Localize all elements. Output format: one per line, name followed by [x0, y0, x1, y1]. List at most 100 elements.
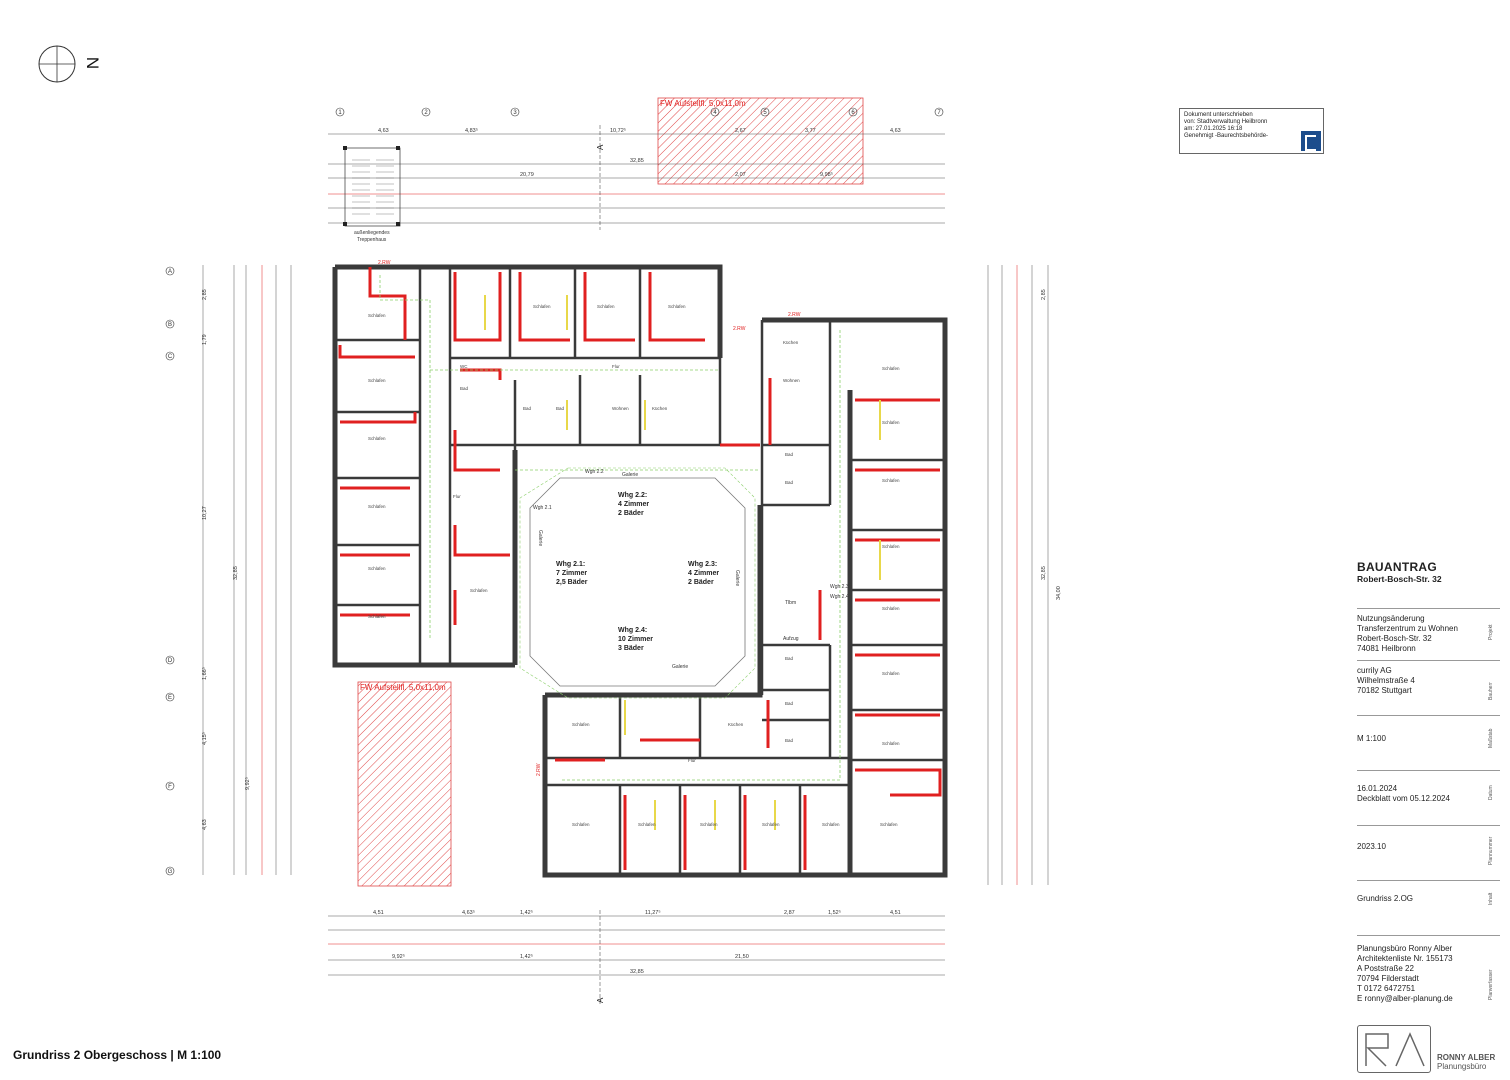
north-arrow — [38, 45, 78, 85]
office-line: E ronny@alber-planung.de — [1357, 994, 1453, 1003]
client-line: Wilhelmstraße 4 — [1357, 676, 1415, 685]
room-name: WC — [460, 364, 468, 369]
dim-text: 2,85 — [1041, 289, 1047, 300]
dim-text: 2,87 — [784, 910, 795, 916]
room-name: Bad — [556, 406, 565, 411]
office-brand: RONNY ALBER Planungsbüro — [1357, 1025, 1502, 1075]
room-name: Bad — [785, 701, 794, 706]
room-name: Schlafen — [882, 420, 900, 425]
separator — [1357, 660, 1500, 661]
dim-text: 4,63 — [378, 128, 389, 134]
project-line: 74081 Heilbronn — [1357, 644, 1416, 653]
dim-text: 1,42⁵ — [520, 953, 533, 960]
office-line: 70794 Filderstadt — [1357, 974, 1419, 983]
grid-axes-top: 1 2 3 4 5 6 7 — [335, 107, 944, 117]
fire-area-top-label: FW Aufstellfl. 5,0x11,0m — [660, 99, 746, 108]
separator — [1357, 770, 1500, 771]
client-line: 70182 Stuttgart — [1357, 686, 1412, 695]
project-line: Robert-Bosch-Str. 32 — [1357, 634, 1432, 643]
misc-labels: 2.RW 2.RW 2.RW 2.RW Wgh 2.2 Wgh 2.1 Wgh … — [378, 260, 849, 776]
room-name: Schlafen — [572, 722, 590, 727]
plan-number: 2023.10 — [1357, 842, 1386, 851]
room-name: Schlafen — [368, 566, 386, 571]
room-name: Schlafen — [572, 822, 590, 827]
room-name: Bad — [785, 656, 794, 661]
room-name: Schlafen — [880, 822, 898, 827]
office-line: Architektenliste Nr. 155173 — [1357, 954, 1453, 963]
ra-logo-icon — [1357, 1025, 1431, 1073]
room-labels: Schlafen Schlafen Schlafen Schlafen Schl… — [368, 304, 900, 827]
side-label: Planverfasser — [1488, 969, 1494, 1000]
section-marker-top: A — [596, 125, 605, 230]
approval-stamp: Dokument unterschrieben von: Stadtverwal… — [1179, 108, 1324, 154]
scale: M 1:100 — [1357, 734, 1386, 743]
separator — [1357, 608, 1500, 609]
room-name: Schlafen — [668, 304, 686, 309]
section-letter: A — [596, 997, 605, 1003]
room-name: Flur — [612, 364, 620, 369]
escape-route — [379, 275, 841, 781]
stair-label: Treppenhaus — [357, 237, 387, 243]
axis-label: 5 — [763, 110, 767, 116]
room-name: Wohnen — [612, 406, 629, 411]
apartment-labels: Whg 2.2: 4 Zimmer 2 Bäder Whg 2.1: 7 Zim… — [556, 492, 719, 652]
dimension-lines-top: 4,63 4,83⁵ 10,72⁵ 2,67 3,77 4,63 32,85 2… — [328, 127, 945, 224]
room-name: Bad — [523, 406, 532, 411]
stair-label: außenliegendes — [354, 230, 390, 236]
apt-rooms: 4 Zimmer — [618, 501, 649, 508]
dim-text: 9,98⁵ — [820, 171, 833, 178]
dim-text: 34,00 — [1056, 586, 1062, 600]
axis-label: 2 — [424, 110, 428, 116]
dim-text: 1,52⁵ — [828, 909, 841, 916]
room-name: Küchen — [728, 722, 744, 727]
dim-text: 10,72⁵ — [610, 127, 626, 134]
office-line: Planungsbüro Ronny Alber — [1357, 944, 1453, 953]
rw-label: 2.RW — [378, 260, 391, 266]
gallery-label: Galerie — [672, 664, 688, 670]
dim-text: 4,63 — [202, 819, 208, 830]
axis-label: A — [168, 269, 172, 275]
room-name: Küchen — [652, 406, 668, 411]
gallery-label: Galerie — [622, 472, 638, 478]
wgh-label: Wgh 2.2 — [585, 469, 604, 475]
tlbm-label: Tlbm — [785, 600, 796, 606]
room-name: Schlafen — [882, 544, 900, 549]
dim-text: 2,67 — [735, 128, 746, 134]
city-logo-icon — [1301, 131, 1321, 151]
project-line: Transferzentrum zu Wohnen — [1357, 624, 1458, 633]
dimension-lines-right: 2,85 32,85 34,00 — [987, 265, 1062, 885]
dim-text: 1,79 — [202, 334, 208, 345]
separator — [1357, 880, 1500, 881]
dim-text: 4,63 — [890, 128, 901, 134]
gallery-label: Galerie — [537, 530, 543, 546]
dim-text: 32,85 — [630, 969, 644, 975]
office-line: T 0172 6472751 — [1357, 984, 1416, 993]
interior-walls — [335, 267, 945, 875]
brand-sub: Planungsbüro — [1437, 1062, 1487, 1071]
axis-label: 3 — [513, 110, 517, 116]
office-line: A Poststraße 22 — [1357, 964, 1414, 973]
room-name: Schlafen — [368, 313, 386, 318]
room-name: Schlafen — [882, 366, 900, 371]
side-label: Plannummer — [1488, 836, 1494, 865]
date-cover: Deckblatt vom 05.12.2024 — [1357, 794, 1450, 803]
rw-label: 2.RW — [536, 763, 542, 776]
fire-doors — [484, 295, 881, 830]
stamp-line: von: Stadtverwaltung Heilbronn — [1184, 119, 1268, 125]
dim-text: 32,85 — [233, 566, 239, 580]
room-name: Schlafen — [368, 614, 386, 619]
room-name: Schlafen — [597, 304, 615, 309]
apt-rooms: 4 Zimmer — [688, 570, 719, 577]
dim-text: 4,63⁵ — [462, 909, 475, 916]
room-name: Schlafen — [368, 378, 386, 383]
side-label: Maßstab — [1488, 728, 1494, 748]
side-label: Inhalt — [1488, 892, 1494, 905]
fire-area-left: FW Aufstellfl. 5,0x11,0m — [357, 681, 452, 887]
apt-baths: 3 Bäder — [618, 645, 644, 652]
brand-name: RONNY ALBER — [1437, 1053, 1496, 1062]
apt-name: Whg 2.2: — [618, 492, 647, 499]
room-name: Schlafen — [882, 671, 900, 676]
separator — [1357, 935, 1500, 936]
rw-label: 2.RW — [788, 312, 801, 318]
project-line: Nutzungsänderung — [1357, 614, 1425, 623]
